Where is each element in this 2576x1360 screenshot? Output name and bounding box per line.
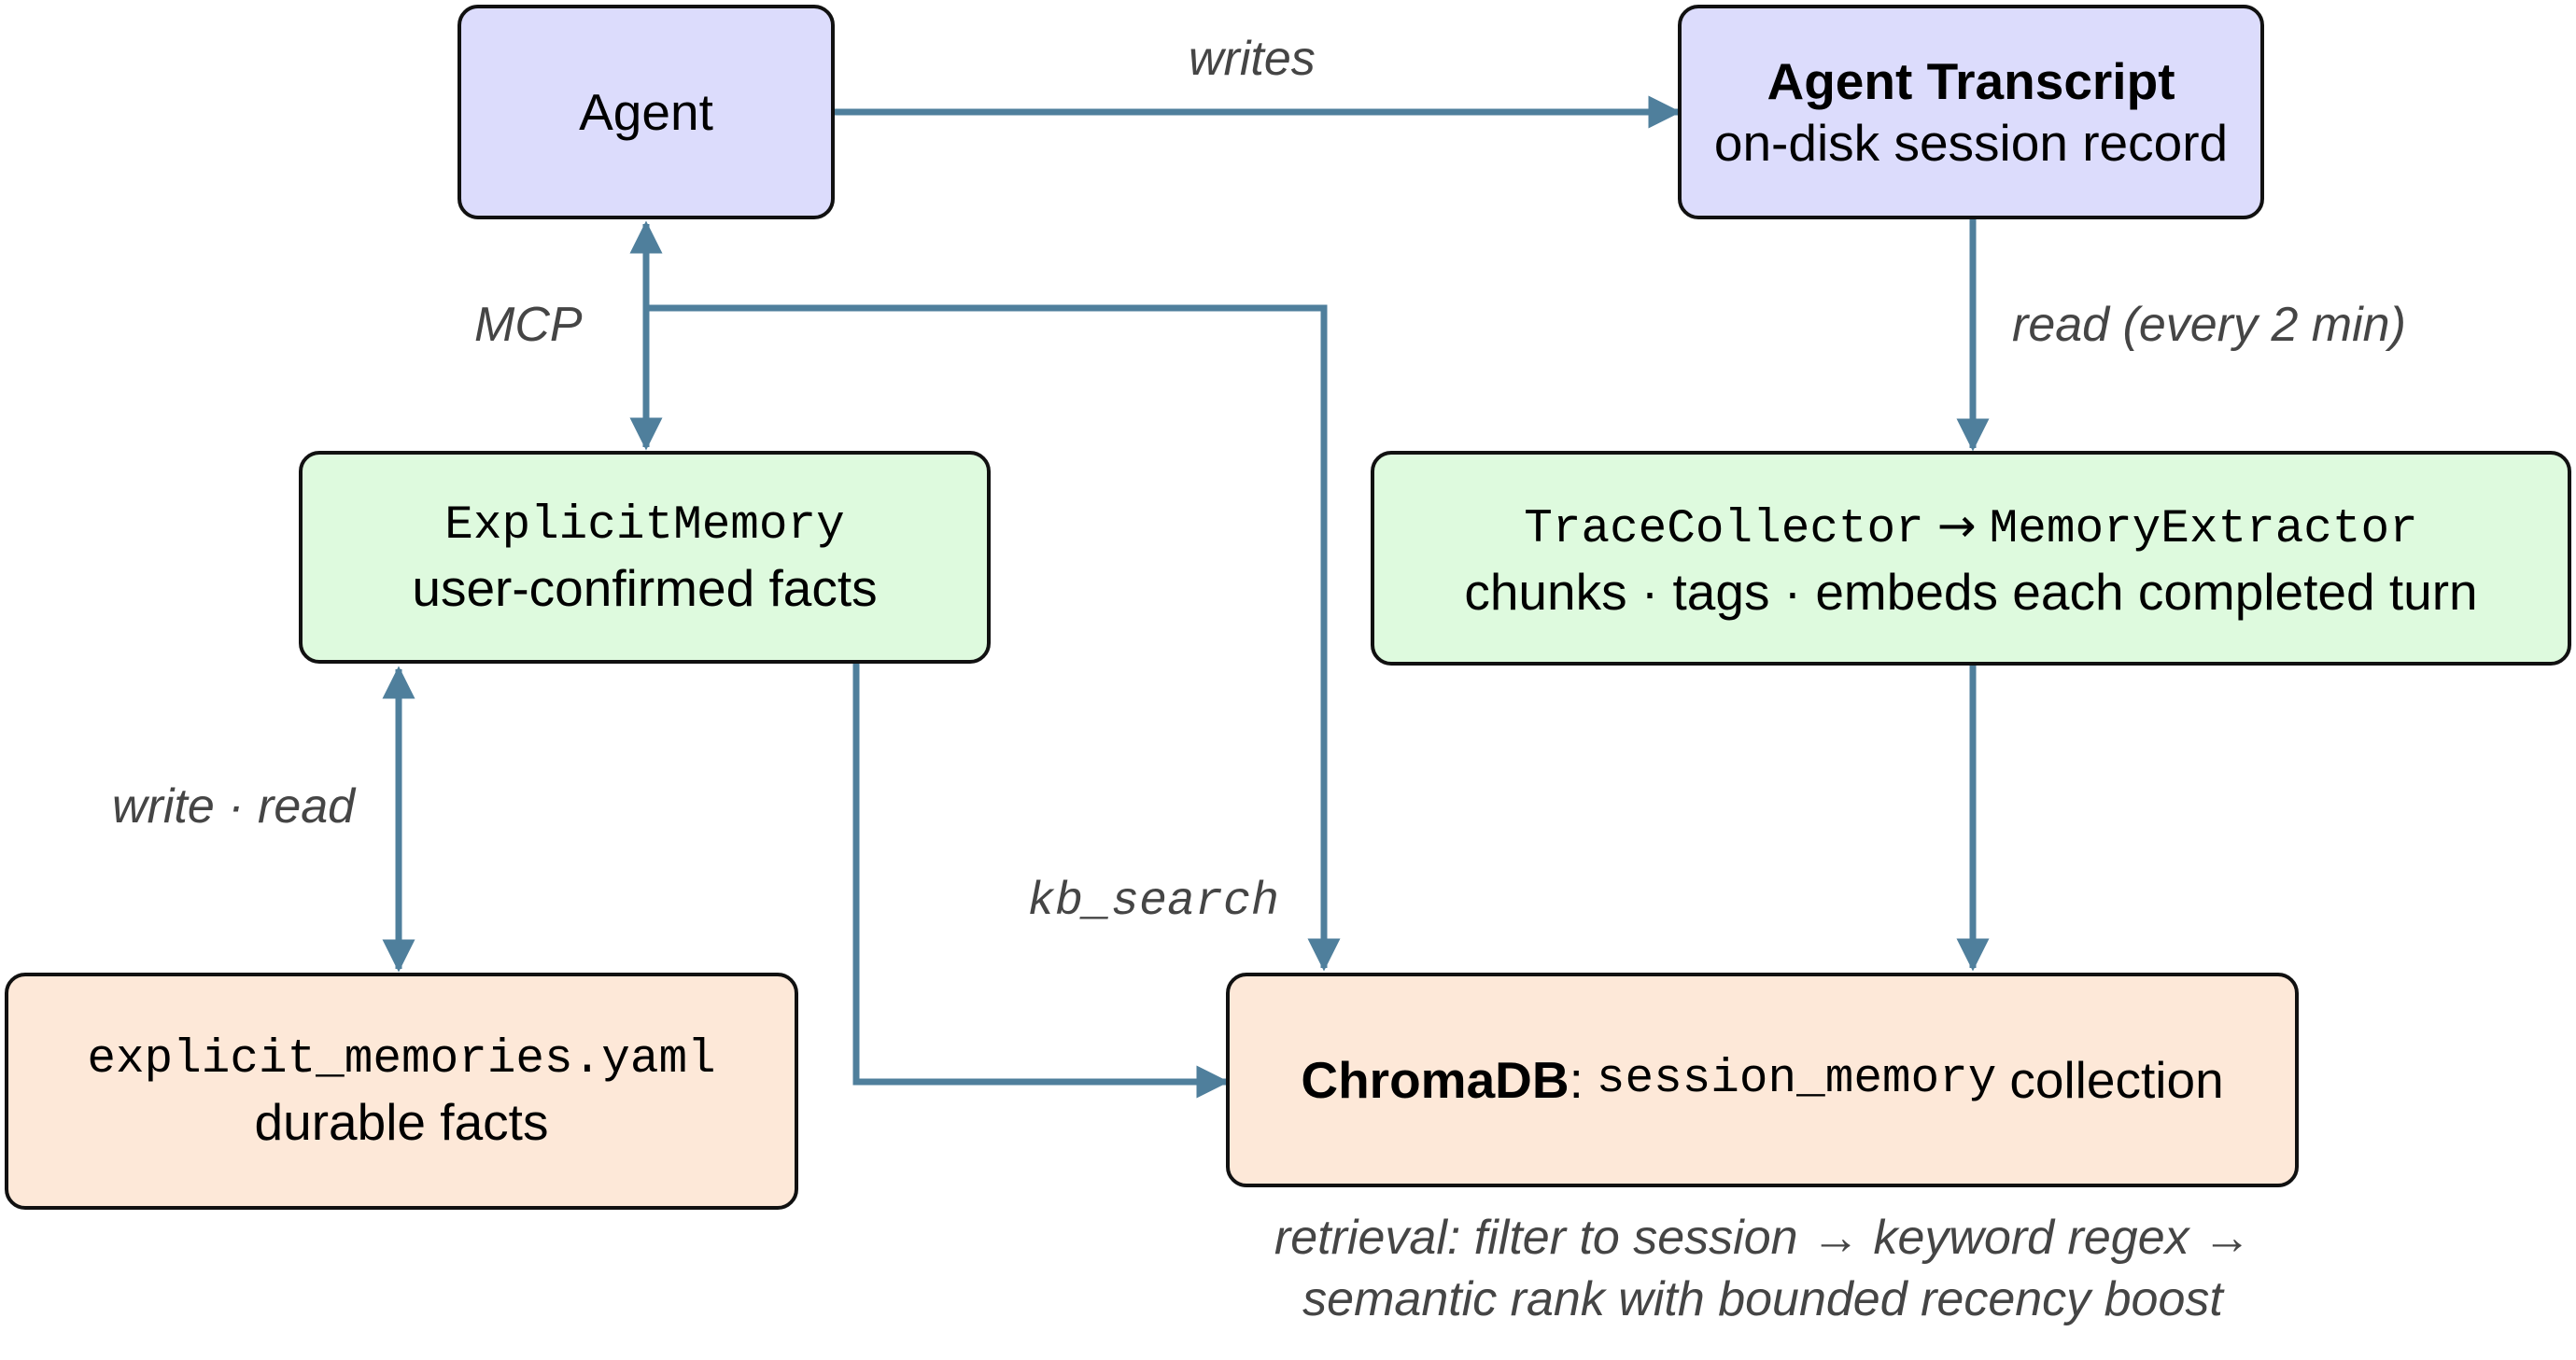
retrieval-note: retrieval: filter to session → keyword r… (1179, 1207, 2346, 1330)
yaml-file-name: explicit_memories.yaml (87, 1033, 716, 1087)
edge-label-mcp: MCP (474, 298, 583, 352)
edge-explicitmemory-to-chromadb (852, 664, 1230, 1099)
memory-extractor-name: MemoryExtractor (1989, 502, 2418, 556)
agent-label: Agent (579, 83, 713, 141)
trace-collector-subtitle: chunks · tags · embeds each completed tu… (1464, 562, 2478, 621)
trace-collector-name: TraceCollector (1524, 502, 1924, 556)
explicit-memory-node: ExplicitMemory user-confirmed facts (299, 451, 991, 664)
explicit-memory-title: ExplicitMemory (444, 499, 845, 553)
edge-label-writes: writes (1189, 32, 1316, 86)
retrieval-note-line-2: semantic rank with bounded recency boost (1302, 1272, 2223, 1326)
trace-collector-node: TraceCollector→MemoryExtractor chunks · … (1371, 451, 2571, 666)
agent-node: Agent (457, 5, 835, 219)
edge-label-read-interval: read (every 2 min) (2012, 298, 2406, 352)
trace-collector-title: TraceCollector→MemoryExtractor (1524, 495, 2417, 561)
agent-transcript-subtitle: on-disk session record (1713, 114, 2229, 172)
right-arrow-icon: → (1936, 498, 1977, 553)
retrieval-note-line-1: retrieval: filter to session → keyword r… (1274, 1211, 2252, 1265)
edge-label-write-read: write · read (112, 779, 356, 834)
chromadb-separator: : (1569, 1051, 1584, 1109)
explicit-memories-yaml-node: explicit_memories.yaml durable facts (5, 973, 798, 1210)
chromadb-suffix: collection (2009, 1051, 2224, 1109)
edge-label-kb-search: kb_search (1027, 876, 1280, 929)
edge-agent-to-chromadb (646, 304, 1341, 972)
agent-transcript-title: Agent Transcript (1767, 52, 2175, 110)
explicit-memory-subtitle: user-confirmed facts (412, 559, 878, 617)
chromadb-collection-name: session_memory (1596, 1053, 1997, 1106)
agent-transcript-node: Agent Transcript on-disk session record (1678, 5, 2264, 219)
chromadb-name: ChromaDB (1301, 1051, 1570, 1109)
yaml-file-subtitle: durable facts (254, 1093, 549, 1151)
